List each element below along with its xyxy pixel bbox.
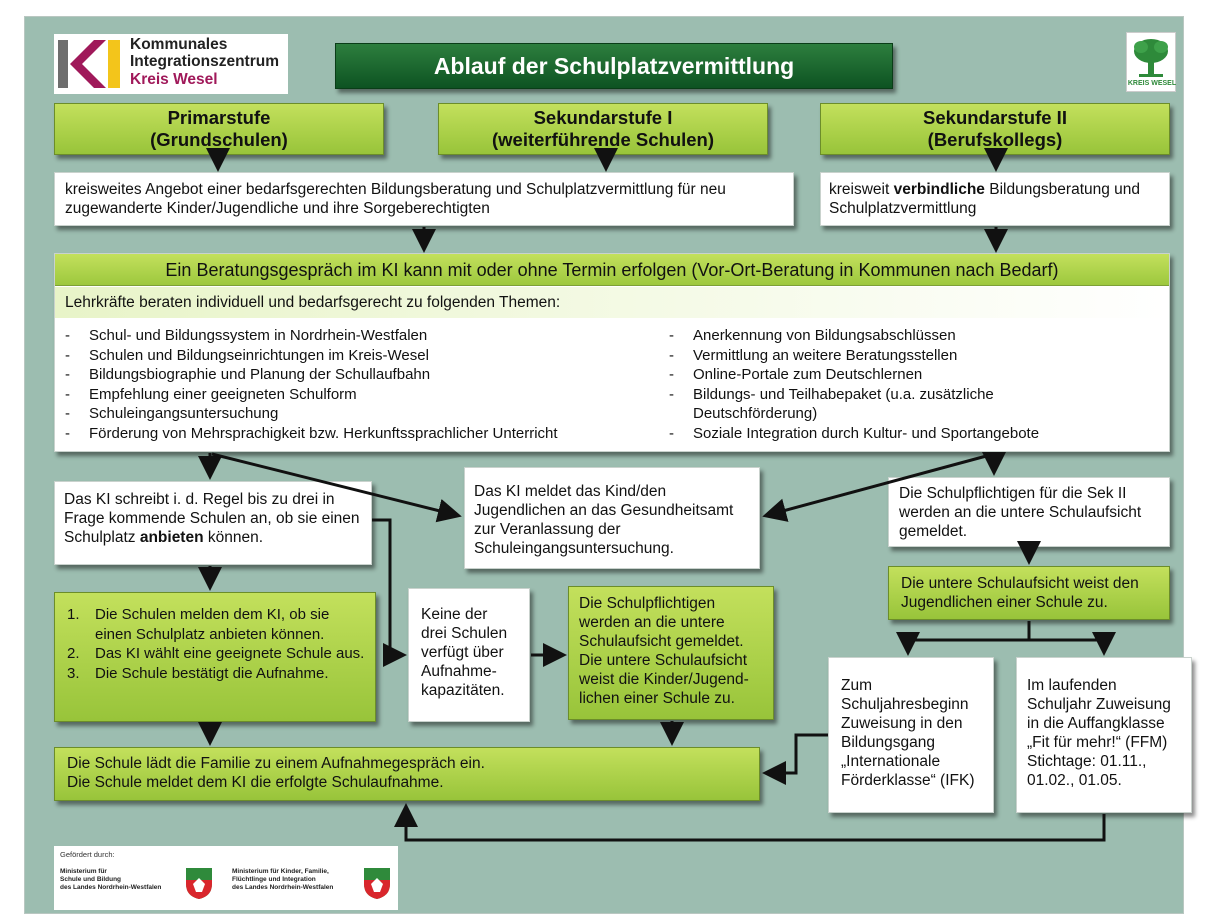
step-text: Das KI wählt eine geeignete Schule aus. bbox=[95, 645, 365, 662]
nrw-coat-of-arms-icon bbox=[186, 868, 212, 899]
aufnahme-box: Die Schule lädt die Familie zu einem Auf… bbox=[54, 747, 760, 801]
ministry-1-line3: des Landes Nordrhein-Westfalen bbox=[60, 884, 162, 891]
steps-list: 1. Die Schulen melden dem KI, ob sie eine… bbox=[65, 605, 365, 683]
ki-logo-line3: Kreis Wesel bbox=[130, 71, 218, 88]
nrw-coat-of-arms-icon bbox=[364, 868, 390, 899]
list-item: Schulen und Bildungseinrichtungen im Kre… bbox=[63, 346, 663, 366]
header-sek1-line2: (weiterführende Schulen) bbox=[491, 129, 715, 150]
schulpflichtige-gemeldet-box: Die Schulpflichtigen werden an die unter… bbox=[568, 586, 774, 720]
ffm-box: Im laufenden Schuljahr Zuweisung in die … bbox=[1016, 657, 1192, 813]
arrow-beratung-gesundheitsamt-right bbox=[762, 453, 991, 522]
steps-box: 1. Die Schulen melden dem KI, ob sie eine… bbox=[54, 592, 376, 722]
list-item: Schuleingangsuntersuchung bbox=[63, 404, 663, 424]
sek2-meldung-box: Die Schulpflichtigen für die Sek II werd… bbox=[888, 477, 1170, 547]
ki-schreibt-post: können. bbox=[203, 529, 264, 546]
beratung-list-left: Schul- und Bildungssystem in Nordrhein-W… bbox=[63, 326, 663, 443]
schulaufsicht-weist-box: Die untere Schulaufsicht weist den Jugen… bbox=[888, 566, 1170, 620]
ifk-box: Zum Schuljahresbeginn Zuweisung in den B… bbox=[828, 657, 994, 813]
list-item: Empfehlung einer geeigneten Schulform bbox=[63, 385, 663, 405]
list-item: Bildungs- und Teilhabepaket (u.a. zusätz… bbox=[667, 385, 1067, 424]
offer-right-pre: kreisweit bbox=[829, 181, 894, 198]
aufnahme-line1: Die Schule lädt die Familie zu einem Auf… bbox=[67, 755, 485, 772]
header-primarstufe-line2: (Grundschulen) bbox=[150, 129, 288, 150]
list-item: Online-Portale zum Deutschlernen bbox=[667, 365, 1067, 385]
header-sek2-line1: Sekundarstufe II bbox=[923, 107, 1067, 128]
offer-right-box: kreisweit verbindliche Bildungsberatung … bbox=[820, 172, 1170, 226]
footer-gefoerdert: Gefördert durch: bbox=[60, 850, 115, 859]
ki-logo-line2: Integrationszentrum bbox=[130, 53, 279, 70]
list-item: 2. Das KI wählt eine geeignete Schule aus… bbox=[65, 644, 365, 664]
header-primarstufe: Primarstufe (Grundschulen) bbox=[54, 103, 384, 155]
ministry-2-line3: des Landes Nordrhein-Westfalen bbox=[232, 884, 334, 891]
arrow-schulaufsicht-ffm bbox=[1029, 632, 1116, 656]
header-sekundarstufe-2: Sekundarstufe II (Berufskollegs) bbox=[820, 103, 1170, 155]
ki-logo: Kommunales Integrationszentrum Kreis Wes… bbox=[54, 34, 288, 94]
kreis-wesel-logo: KREIS WESEL bbox=[1126, 32, 1176, 92]
arrow-ffm-aufnahme bbox=[394, 803, 1106, 842]
arrow-beratung-gesundheitsamt-left bbox=[211, 452, 462, 523]
tree-icon bbox=[1134, 39, 1168, 77]
offer-right-bold: verbindliche bbox=[893, 181, 985, 198]
ministry-1: Ministerium für Schule und Bildung des L… bbox=[60, 868, 161, 892]
kreis-wesel-text: KREIS WESEL bbox=[1127, 80, 1177, 87]
step-number: 2. bbox=[67, 645, 80, 662]
arrow-schulaufsicht-ifk bbox=[896, 621, 1031, 656]
ministry-2: Ministerium für Kinder, Familie, Flüchtl… bbox=[232, 868, 333, 892]
offer-left-box: kreisweites Angebot einer bedarfsgerecht… bbox=[54, 172, 794, 226]
beratung-box: Ein Beratungsgespräch im KI kann mit ode… bbox=[54, 253, 1170, 452]
list-item: Bildungsbiographie und Planung der Schul… bbox=[63, 365, 663, 385]
step-number: 3. bbox=[67, 664, 80, 682]
list-item: Vermittlung an weitere Beratungsstellen bbox=[667, 346, 1067, 366]
ministry-2-line2: Flüchtlinge und Integration bbox=[232, 876, 316, 883]
beratung-list-right: Anerkennung von Bildungsabschlüssen Verm… bbox=[667, 326, 1067, 443]
ki-schreibt-pre: Das KI schreibt i. d. Regel bis zu drei … bbox=[64, 491, 360, 546]
ministry-1-line2: Schule und Bildung bbox=[60, 876, 122, 883]
footer-box: Gefördert durch: Ministerium für Schule … bbox=[54, 846, 398, 910]
beratung-subheader: Lehrkräfte beraten individuell und bedar… bbox=[55, 287, 1169, 318]
ki-schreibt-bold: anbieten bbox=[139, 529, 204, 546]
list-item: Soziale Integration durch Kultur- und Sp… bbox=[667, 424, 1067, 444]
step-text: Die Schule bestätigt die Aufnahme. bbox=[95, 664, 329, 682]
header-sekundarstufe-1: Sekundarstufe I (weiterführende Schulen) bbox=[438, 103, 768, 155]
ministry-2-line1: Ministerium für Kinder, Familie, bbox=[232, 868, 329, 875]
list-item: 3. Die Schule bestätigt die Aufnahme. bbox=[65, 664, 365, 684]
arrow-ifk-aufnahme bbox=[762, 733, 828, 785]
list-item: Förderung von Mehrsprachigkeit bzw. Herk… bbox=[63, 424, 663, 444]
ki-schreibt-box: Das KI schreibt i. d. Regel bis zu drei … bbox=[54, 481, 372, 565]
offer-right-post: Bildungsberatung und Schulplatzvermittlu… bbox=[829, 181, 1141, 217]
ministry-1-line1: Ministerium für bbox=[60, 868, 107, 875]
aufnahme-line2: Die Schule meldet dem KI die erfolgte Sc… bbox=[67, 774, 444, 791]
list-item: Schul- und Bildungssystem in Nordrhein-W… bbox=[63, 326, 663, 346]
header-primarstufe-line1: Primarstufe bbox=[167, 107, 271, 128]
beratung-header: Ein Beratungsgespräch im KI kann mit ode… bbox=[55, 254, 1169, 286]
list-item: Anerkennung von Bildungsabschlüssen bbox=[667, 326, 1067, 346]
header-sek2-line2: (Berufskollegs) bbox=[927, 129, 1063, 150]
gesundheitsamt-box: Das KI meldet das Kind/den Jugendlichen … bbox=[464, 467, 760, 569]
list-item: 1. Die Schulen melden dem KI, ob sie eine… bbox=[65, 605, 365, 644]
keine-schule-box: Keine der drei Schulen verfügt über Aufn… bbox=[408, 588, 530, 722]
step-text: Die Schulen melden dem KI, ob sie einen … bbox=[95, 606, 330, 643]
page-title: Ablauf der Schulplatzvermittlung bbox=[335, 43, 893, 89]
arrow-ki-keine bbox=[372, 518, 407, 667]
step-number: 1. bbox=[67, 606, 80, 623]
header-sek1-line1: Sekundarstufe I bbox=[533, 107, 673, 128]
ki-logo-mark-icon bbox=[58, 40, 120, 88]
ki-logo-line1: Kommunales bbox=[130, 36, 228, 53]
